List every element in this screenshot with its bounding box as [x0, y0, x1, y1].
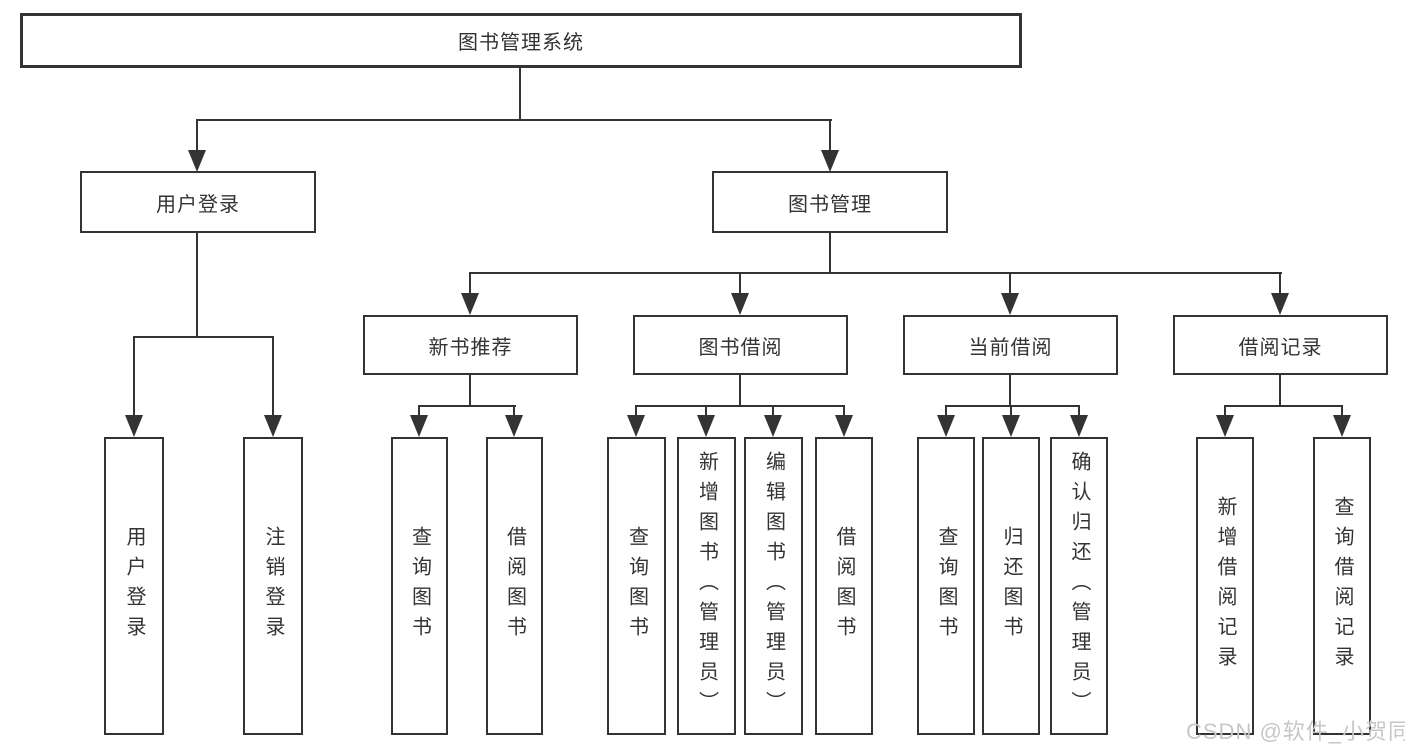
arrowhead-down-icon: [1070, 415, 1088, 437]
leaf-records-add-record-label: 新增借阅记录: [1214, 496, 1236, 676]
connector-stem: [843, 407, 845, 415]
node-user-login: 用户登录: [80, 171, 316, 233]
connector-stem: [513, 407, 515, 415]
node-system-label: 图书管理系统: [458, 32, 584, 54]
node-current-borrow: 当前借阅: [903, 315, 1118, 375]
leaf-records-add-record: 新增借阅记录: [1196, 437, 1254, 735]
node-book-borrow-label: 图书借阅: [698, 336, 783, 359]
arrowhead-down-icon: [627, 415, 645, 437]
leaf-borrow-borrow-books-label: 借阅图书: [833, 526, 855, 646]
arrowhead-down-icon: [410, 415, 428, 437]
connector-user-login-vline: [196, 233, 198, 338]
leaf-current-query-books: 查询图书: [917, 437, 975, 735]
node-new-book-recommend-label: 新书推荐: [428, 336, 513, 359]
node-book-borrow: 图书借阅: [633, 315, 848, 375]
connector-borrow-records-hline: [1224, 405, 1343, 407]
leaf-current-query-books-label: 查询图书: [935, 526, 957, 646]
connector-stem: [772, 407, 774, 415]
leaf-borrow-edit-books-admin-label: 编辑图书（管理员）: [762, 451, 785, 721]
arrowhead-down-icon: [731, 293, 749, 315]
arrowhead-down-icon: [505, 415, 523, 437]
leaf-current-return-books-label: 归还图书: [1000, 526, 1022, 646]
arrowhead-down-icon: [1333, 415, 1351, 437]
arrowhead-down-icon: [1001, 293, 1019, 315]
connector-borrow-records-vline: [1279, 375, 1281, 407]
leaf-recommend-query-books-label: 查询图书: [408, 526, 431, 646]
node-new-book-recommend: 新书推荐: [363, 315, 578, 375]
leaf-recommend-query-books: 查询图书: [391, 437, 448, 735]
watermark: CSDN @软件_小贺同学: [1186, 719, 1405, 744]
arrowhead-down-icon: [937, 415, 955, 437]
connector-book-management-vline: [829, 233, 831, 274]
arrowhead-down-icon: [264, 415, 282, 437]
node-current-borrow-label: 当前借阅: [968, 336, 1053, 359]
arrowhead-down-icon: [461, 293, 479, 315]
leaf-borrow-query-books-label: 查询图书: [625, 526, 648, 646]
connector-stem: [945, 407, 947, 415]
connector-stem-book-management: [829, 121, 831, 152]
connector-stem-new-book-recommend: [469, 274, 471, 293]
node-borrow-records: 借阅记录: [1173, 315, 1388, 375]
arrowhead-down-icon: [1216, 415, 1234, 437]
leaf-borrow-borrow-books: 借阅图书: [815, 437, 873, 735]
connector-book-borrow-vline: [739, 375, 741, 407]
connector-stem-leaf-logout: [272, 338, 274, 415]
node-system: 图书管理系统: [20, 13, 1022, 68]
connector-stem: [635, 407, 637, 415]
connector-stem: [705, 407, 707, 415]
arrowhead-down-icon: [188, 150, 206, 172]
leaf-borrow-add-books-admin-label: 新增图书（管理员）: [695, 451, 718, 721]
connector-book-borrow-hline: [635, 405, 845, 407]
connector-root-hline: [196, 119, 832, 121]
leaf-borrow-add-books-admin: 新增图书（管理员）: [677, 437, 736, 735]
connector-stem: [418, 407, 420, 415]
connector-stem-leaf-user-login: [133, 338, 135, 415]
connector-stem-borrow-records: [1279, 274, 1281, 293]
leaf-current-confirm-return-admin-label: 确认归还（管理员）: [1068, 451, 1090, 721]
connector-stem: [1010, 407, 1012, 415]
connector-user-login-hline: [133, 336, 274, 338]
leaf-recommend-borrow-books: 借阅图书: [486, 437, 543, 735]
leaf-records-query-record: 查询借阅记录: [1313, 437, 1371, 735]
connector-recommend-hline: [418, 405, 516, 407]
leaf-records-query-record-label: 查询借阅记录: [1331, 496, 1353, 676]
node-user-login-label: 用户登录: [156, 193, 240, 216]
connector-book-management-hline: [469, 272, 1282, 274]
node-borrow-records-label: 借阅记录: [1238, 336, 1323, 359]
connector-stem: [1078, 407, 1080, 415]
connector-stem: [1224, 407, 1226, 415]
leaf-current-confirm-return-admin: 确认归还（管理员）: [1050, 437, 1108, 735]
node-book-management-label: 图书管理: [788, 193, 872, 216]
arrowhead-down-icon: [125, 415, 143, 437]
arrowhead-down-icon: [764, 415, 782, 437]
leaf-user-login: 用户登录: [104, 437, 164, 735]
connector-current-borrow-hline: [945, 405, 1080, 407]
connector-recommend-vline: [469, 375, 471, 407]
arrowhead-down-icon: [821, 150, 839, 172]
leaf-logout-label: 注销登录: [262, 526, 284, 646]
arrowhead-down-icon: [1002, 415, 1020, 437]
connector-stem: [1341, 407, 1343, 415]
arrowhead-down-icon: [1271, 293, 1289, 315]
arrowhead-down-icon: [835, 415, 853, 437]
leaf-user-login-label: 用户登录: [123, 526, 145, 646]
leaf-borrow-edit-books-admin: 编辑图书（管理员）: [744, 437, 803, 735]
connector-root-vline: [519, 68, 521, 121]
leaf-recommend-borrow-books-label: 借阅图书: [503, 526, 526, 646]
leaf-current-return-books: 归还图书: [982, 437, 1040, 735]
leaf-logout: 注销登录: [243, 437, 303, 735]
leaf-borrow-query-books: 查询图书: [607, 437, 666, 735]
arrowhead-down-icon: [697, 415, 715, 437]
connector-stem-current-borrow: [1009, 274, 1011, 293]
connector-current-borrow-vline: [1009, 375, 1011, 407]
node-book-management: 图书管理: [712, 171, 948, 233]
connector-stem-user-login: [196, 121, 198, 152]
connector-stem-book-borrow: [739, 274, 741, 293]
